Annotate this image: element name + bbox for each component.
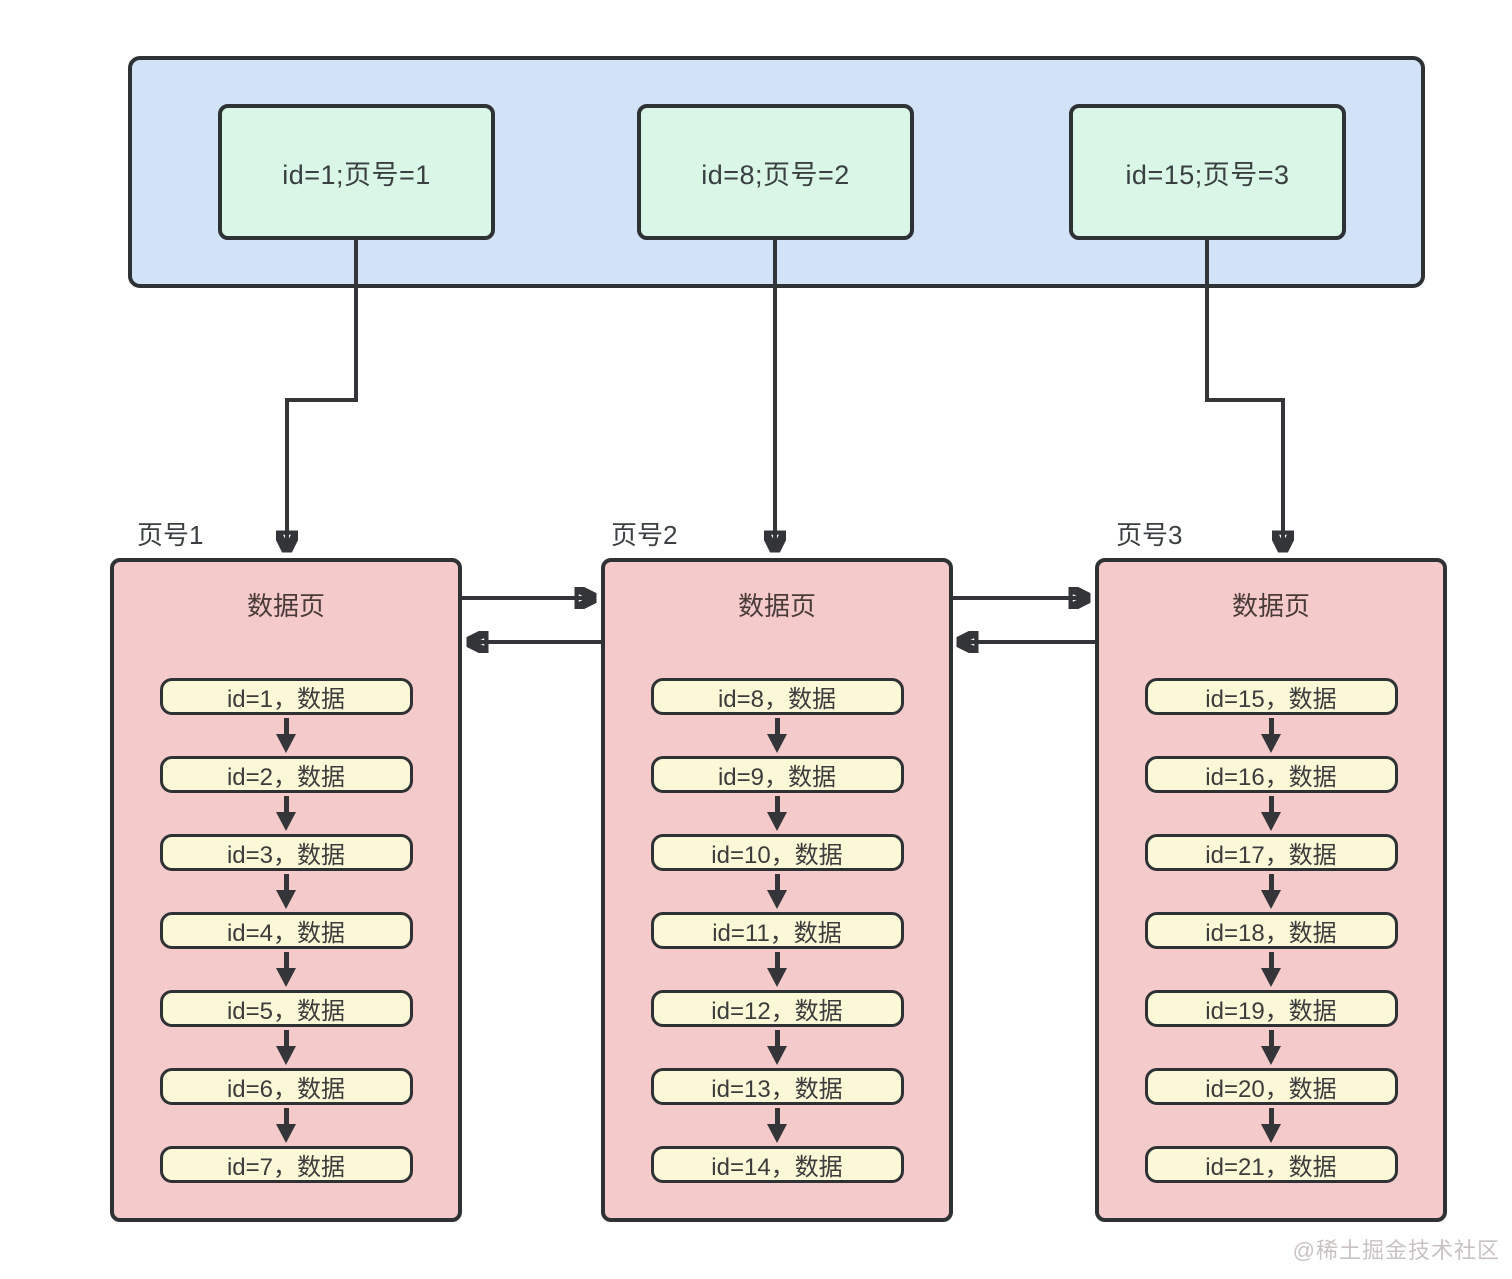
arrow-stem (283, 952, 289, 968)
down-arrow-icon (767, 793, 787, 834)
index-entry-box-1: id=1;页号=1 (218, 104, 495, 240)
record-list: id=8，数据 id=9，数据 id=10，数据 id=11，数据 id=12，数据 id… (650, 678, 904, 1183)
arrow-stem (1268, 952, 1274, 968)
down-arrow-icon (767, 1105, 787, 1146)
index-entry-label: id=15;页号=3 (1125, 159, 1290, 190)
arrow-stem (283, 1108, 289, 1124)
record-item: id=15，数据 (1144, 678, 1398, 715)
arrow-stem (774, 718, 780, 734)
arrow-head (276, 890, 296, 909)
record-item: id=9，数据 (650, 756, 904, 793)
down-arrow-icon (767, 715, 787, 756)
down-arrow-icon (276, 1027, 296, 1068)
record-item: id=1，数据 (159, 678, 413, 715)
down-arrow-icon (1261, 871, 1281, 912)
down-arrow-icon (1261, 1027, 1281, 1068)
record-item: id=19，数据 (1144, 990, 1398, 1027)
arrow-stem (1268, 1108, 1274, 1124)
arrow-stem (1268, 796, 1274, 812)
arrow-stem (1268, 718, 1274, 734)
arrow-head (276, 812, 296, 831)
arrow-head (767, 968, 787, 987)
arrow-head (767, 1046, 787, 1065)
down-arrow-icon (1261, 715, 1281, 756)
index-entry-label: id=1;页号=1 (282, 159, 431, 190)
record-item: id=10，数据 (650, 834, 904, 871)
record-item: id=21，数据 (1144, 1146, 1398, 1183)
index-entry-box-3: id=15;页号=3 (1069, 104, 1346, 240)
record-item: id=6，数据 (159, 1068, 413, 1105)
arrow-stem (774, 1030, 780, 1046)
record-item: id=2，数据 (159, 756, 413, 793)
arrow-head (276, 734, 296, 753)
record-item: id=3，数据 (159, 834, 413, 871)
down-arrow-icon (276, 715, 296, 756)
record-item: id=14，数据 (650, 1146, 904, 1183)
arrow-stem (283, 1030, 289, 1046)
down-arrow-icon (276, 871, 296, 912)
record-item: id=12，数据 (650, 990, 904, 1027)
record-item: id=8，数据 (650, 678, 904, 715)
down-arrow-icon (767, 1027, 787, 1068)
page-title: 数据页 (1231, 591, 1310, 621)
record-item: id=16，数据 (1144, 756, 1398, 793)
record-list: id=15，数据 id=16，数据 id=17，数据 id=18，数据 id=19，数据… (1144, 678, 1398, 1183)
data-page-2: 数据页 id=8，数据 id=9，数据 id=10，数据 id=11，数据 id=12，… (601, 558, 953, 1222)
arrow-head (1261, 1046, 1281, 1065)
page-label-1: 页号1 (137, 520, 204, 550)
arrow-head (1261, 1124, 1281, 1143)
index-entry-label: id=8;页号=2 (701, 159, 850, 190)
record-item: id=7，数据 (159, 1146, 413, 1183)
down-arrow-icon (276, 793, 296, 834)
record-item: id=18，数据 (1144, 912, 1398, 949)
arrow-stem (283, 796, 289, 812)
arrow-stem (283, 718, 289, 734)
arrow-stem (774, 796, 780, 812)
arrow-head (1261, 890, 1281, 909)
page-title: 数据页 (737, 591, 816, 621)
arrow-head (767, 890, 787, 909)
arrow-head (767, 734, 787, 753)
record-item: id=4，数据 (159, 912, 413, 949)
record-list: id=1，数据 id=2，数据 id=3，数据 id=4，数据 id=5，数据 id=6，… (159, 678, 413, 1183)
arrow-stem (774, 1108, 780, 1124)
arrow-stem (774, 952, 780, 968)
arrow-head (767, 812, 787, 831)
record-item: id=11，数据 (650, 912, 904, 949)
down-arrow-icon (1261, 949, 1281, 990)
watermark: @稀土掘金技术社区 (1292, 1238, 1500, 1263)
arrow-head (276, 1124, 296, 1143)
arrow-stem (283, 874, 289, 890)
down-arrow-icon (767, 949, 787, 990)
arrow-head (276, 968, 296, 987)
arrow-head (276, 1046, 296, 1065)
arrow-head (1261, 968, 1281, 987)
page-title: 数据页 (246, 591, 325, 621)
record-item: id=5，数据 (159, 990, 413, 1027)
record-item: id=20，数据 (1144, 1068, 1398, 1105)
arrow-head (1261, 734, 1281, 753)
arrow-head (1261, 812, 1281, 831)
arrow-stem (1268, 874, 1274, 890)
record-item: id=17，数据 (1144, 834, 1398, 871)
index-entry-box-2: id=8;页号=2 (637, 104, 914, 240)
down-arrow-icon (767, 871, 787, 912)
page-label-3: 页号3 (1116, 520, 1183, 550)
arrow-head (767, 1124, 787, 1143)
down-arrow-icon (1261, 793, 1281, 834)
arrow-stem (774, 874, 780, 890)
down-arrow-icon (276, 1105, 296, 1146)
down-arrow-icon (276, 949, 296, 990)
arrow-stem (1268, 1030, 1274, 1046)
page-label-2: 页号2 (611, 520, 678, 550)
down-arrow-icon (1261, 1105, 1281, 1146)
record-item: id=13，数据 (650, 1068, 904, 1105)
